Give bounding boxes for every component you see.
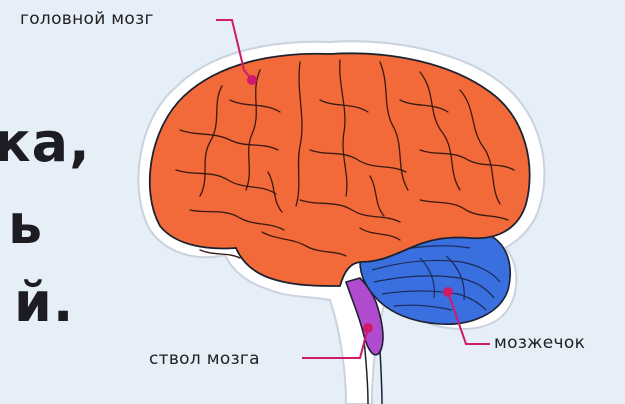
pointer-dot-cerebellum (443, 287, 453, 297)
pointer-dot-brain (247, 75, 257, 85)
label-brain: головной мозг (20, 9, 154, 29)
label-cerebellum: мозжечок (494, 333, 585, 353)
pointer-dot-stem (363, 323, 373, 333)
label-brainstem: ствол мозга (149, 349, 260, 369)
